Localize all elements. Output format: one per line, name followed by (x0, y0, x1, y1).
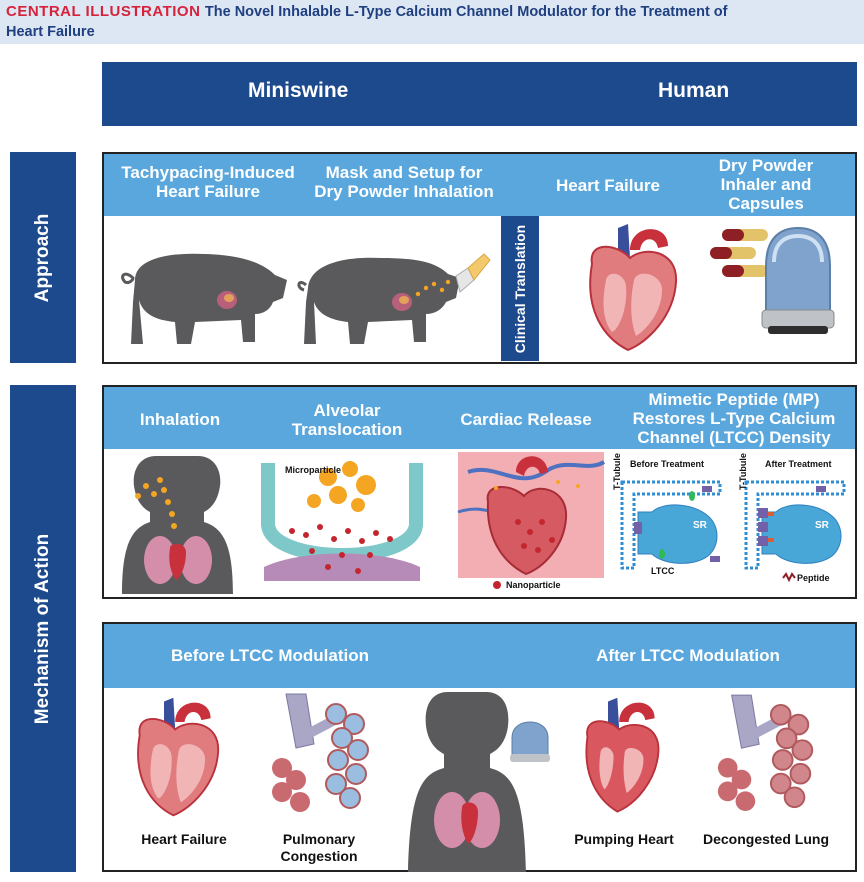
decongested-lung-icon (717, 694, 814, 812)
row-label-mechanism: Mechanism of Action (32, 533, 53, 724)
label-heart-failure-human: Heart Failure (556, 176, 660, 195)
person-with-inhaler-icon (408, 692, 550, 872)
cardiac-release-icon (457, 452, 606, 578)
pig-with-mask-icon (297, 253, 491, 344)
label-after-modulation: After LTCC Modulation (596, 646, 780, 665)
heart-icon (589, 224, 678, 352)
figure-lead-label: CENTRAL ILLUSTRATION (6, 3, 201, 20)
alveolus-icon (261, 461, 423, 581)
figure-title-bar: CENTRAL ILLUSTRATION The Novel Inhalable… (0, 0, 864, 44)
label-nanoparticle: Nanoparticle (506, 580, 561, 590)
failing-heart-icon (137, 697, 220, 817)
column-miniswine: Miniswine (248, 79, 349, 102)
mechanism-band (104, 387, 855, 449)
label-inhalation: Inhalation (139, 410, 221, 429)
column-header-bar: Miniswine Human (102, 62, 857, 126)
label-before-treatment: Before Treatment (630, 459, 705, 469)
label-sr-after: SR (815, 520, 829, 531)
figure-title: The Novel Inhalable L-Type Calcium Chann… (204, 4, 728, 20)
nanoparticle-legend-dot (493, 581, 501, 589)
label-mimetic-peptide: Mimetic Peptide (MP)Restores L-Type Calc… (632, 390, 836, 447)
person-inhaling-icon (122, 456, 233, 594)
label-microparticle: Microparticle (285, 465, 342, 475)
label-after-treatment: After Treatment (765, 459, 832, 469)
label-pumping-heart: Pumping Heart (574, 831, 674, 847)
label-decongested-lung: Decongested Lung (702, 831, 829, 847)
peptide-icon (782, 572, 796, 583)
label-heart-failure-before: Heart Failure (141, 831, 227, 847)
inhaler-icon (761, 226, 835, 334)
label-peptide: Peptide (797, 573, 830, 583)
label-ltcc: LTCC (651, 566, 675, 576)
label-cardiac-release: Cardiac Release (460, 410, 592, 429)
modulation-band (104, 624, 855, 688)
label-sr-before: SR (693, 520, 707, 531)
pumping-heart-icon (585, 697, 660, 813)
column-human: Human (658, 79, 730, 102)
clinical-translation-tab: Clinical Translation (501, 216, 539, 361)
label-t-tubule-before: T-Tubule (612, 453, 622, 490)
row-label-approach: Approach (32, 213, 53, 302)
capsules-icon (710, 229, 768, 277)
pig-icon (121, 253, 287, 344)
cell-after-treatment-icon (744, 480, 846, 570)
label-t-tubule-after: T-Tubule (738, 453, 748, 490)
row-tab-approach: Approach (10, 152, 76, 363)
cell-before-treatment-icon (620, 480, 722, 570)
label-before-modulation: Before LTCC Modulation (171, 646, 369, 665)
figure-title-cont: Heart Failure (6, 24, 95, 40)
congested-lung-icon (272, 693, 369, 812)
approach-band (104, 154, 855, 216)
clinical-translation-label: Clinical Translation (512, 224, 528, 353)
row-tab-mechanism: Mechanism of Action (10, 385, 76, 872)
